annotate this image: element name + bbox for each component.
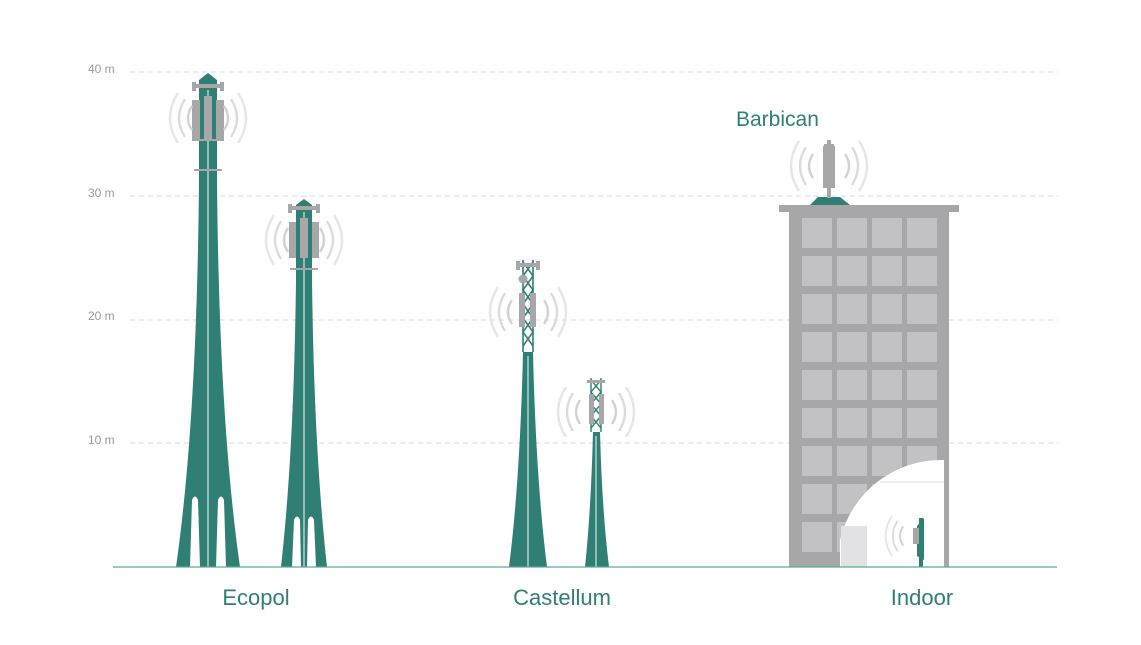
building-window — [837, 218, 867, 248]
building-window — [907, 408, 937, 438]
ecopol-tower-tall — [168, 73, 248, 567]
antenna-panel-icon — [587, 380, 605, 424]
axis-tick-40m: 40 m — [88, 62, 115, 76]
building-window — [802, 256, 832, 286]
axis-tick-20m: 20 m — [88, 309, 115, 323]
building-window — [837, 446, 867, 476]
building-window — [837, 408, 867, 438]
building-window — [907, 370, 937, 400]
building-window — [837, 332, 867, 362]
building-window — [837, 370, 867, 400]
building-window — [802, 218, 832, 248]
antenna-panel-icon — [192, 82, 224, 141]
group-label-ecopol: Ecopol — [222, 585, 290, 610]
building-window — [802, 370, 832, 400]
building-window — [802, 408, 832, 438]
building-window — [907, 332, 937, 362]
signal-waves-icon — [884, 515, 905, 557]
building-window — [802, 484, 832, 514]
antenna-panel-icon — [516, 261, 540, 327]
building-window — [907, 294, 937, 324]
group-label-indoor: Indoor — [890, 585, 954, 610]
building-window — [802, 446, 832, 476]
callout-barbican: Barbican — [736, 108, 819, 131]
building-window — [837, 294, 867, 324]
building-window — [802, 522, 832, 552]
building-window — [872, 218, 902, 248]
group-label-castellum: Castellum — [513, 585, 611, 610]
building-window — [872, 332, 902, 362]
barbican-rooftop-antenna — [789, 139, 869, 205]
building-window — [872, 256, 902, 286]
indoor-cutaway — [840, 459, 949, 567]
building-window — [837, 256, 867, 286]
building-window — [802, 332, 832, 362]
building-window — [907, 256, 937, 286]
antenna-panel-icon — [288, 204, 320, 270]
building-window — [907, 218, 937, 248]
axis-tick-30m: 30 m — [88, 186, 115, 200]
indoor-antenna-icon — [913, 518, 924, 567]
signal-waves-icon — [556, 385, 636, 439]
axis-tick-10m: 10 m — [88, 433, 115, 447]
building-window — [872, 408, 902, 438]
building-window — [872, 294, 902, 324]
ecopol-tower-short — [264, 199, 344, 567]
castellum-mast-short — [556, 378, 636, 567]
building-window — [872, 370, 902, 400]
castellum-mast-tall — [488, 260, 568, 567]
building-window — [802, 294, 832, 324]
